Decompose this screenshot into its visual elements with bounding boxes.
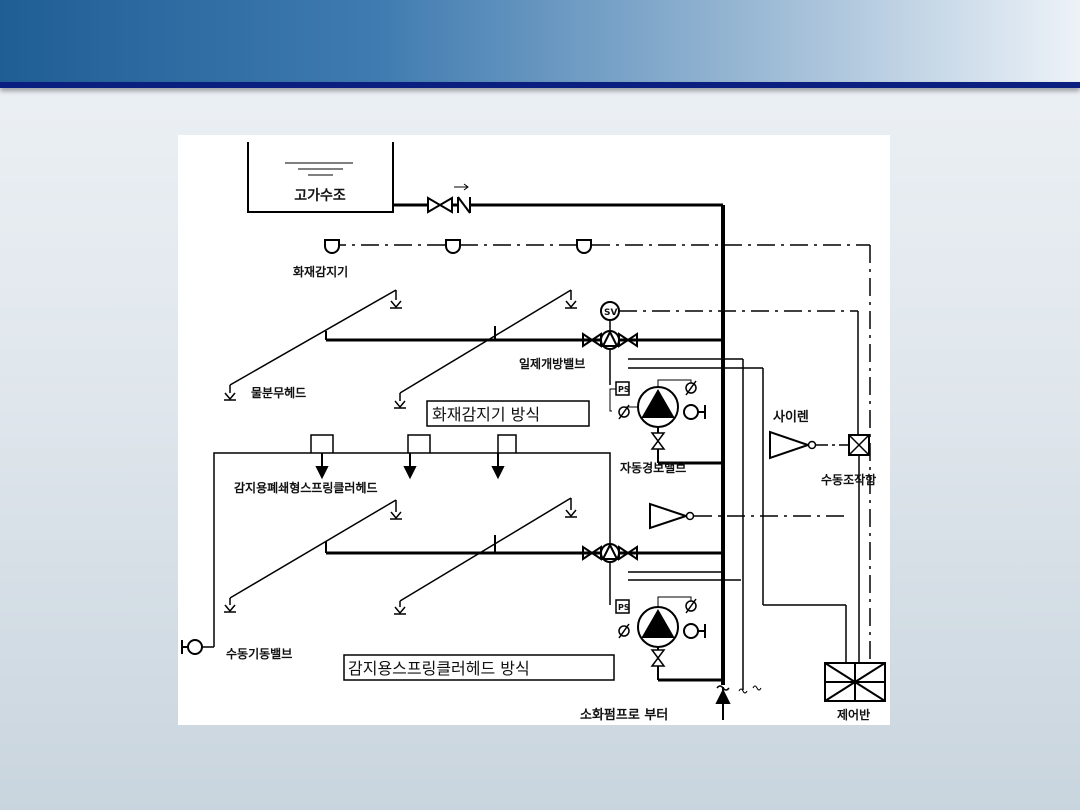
siren-icon — [769, 430, 817, 460]
title-banner-underline — [0, 82, 1080, 88]
tank-label: 고가수조 — [294, 188, 346, 204]
method-sprinkler-label: 감지용스프링클러헤드 방식 — [348, 659, 530, 678]
gate-valve-icon — [427, 196, 453, 214]
sprinkler-system-diagram: 고가수조 화재감지기 물분무헤드 화재감지기 방식 일제개방밸브 사이렌 자동경… — [178, 135, 890, 725]
siren-label: 사이렌 — [773, 409, 809, 425]
closed-sprinkler-head-icon — [315, 453, 505, 480]
method-detector-label: 화재감지기 방식 — [432, 405, 540, 424]
control-panel-label: 제어반 — [837, 707, 870, 722]
alarm-valve-lower-icon — [615, 596, 706, 667]
lower-spray-head-icon — [224, 509, 577, 615]
solenoid-valve-label: SV — [604, 308, 617, 318]
manual-box-label: 수동조작함 — [821, 472, 876, 487]
diagram-canvas: 고가수조 화재감지기 물분무헤드 화재감지기 방식 일제개방밸브 사이렌 자동경… — [181, 142, 886, 723]
water-spray-head-icon — [224, 300, 577, 409]
fire-detector-label: 화재감지기 — [293, 264, 348, 279]
method-detector-frame — [426, 400, 590, 427]
alarm-valve-upper-icon — [609, 379, 706, 450]
closed-head-label: 감지용폐쇄형스프링클러헤드 — [234, 480, 378, 495]
simultaneous-valve-label: 일제개방밸브 — [519, 356, 585, 371]
control-panel-icon — [824, 662, 886, 702]
alarm-valve-label: 자동경보밸브 — [620, 460, 686, 475]
check-valve-icon — [454, 183, 471, 214]
pressure-switch-lower-label: PS — [618, 603, 630, 612]
deluge-valve-upper-icon — [582, 329, 638, 350]
water-spray-head-label: 물분무헤드 — [251, 385, 306, 400]
from-pump-label: 소화펌프로 부터 — [580, 707, 668, 723]
title-banner — [0, 0, 1080, 82]
pressure-switch-label: PS — [618, 385, 630, 394]
deluge-valve-lower-icon — [582, 542, 638, 563]
manual-start-valve-icon — [181, 639, 214, 655]
water-tank-icon — [247, 142, 394, 213]
manual-valve-label: 수동기동밸브 — [226, 646, 292, 661]
method-sprinkler-frame — [343, 654, 615, 681]
fire-detector-icon — [324, 239, 592, 254]
siren-lower-icon — [649, 502, 695, 530]
